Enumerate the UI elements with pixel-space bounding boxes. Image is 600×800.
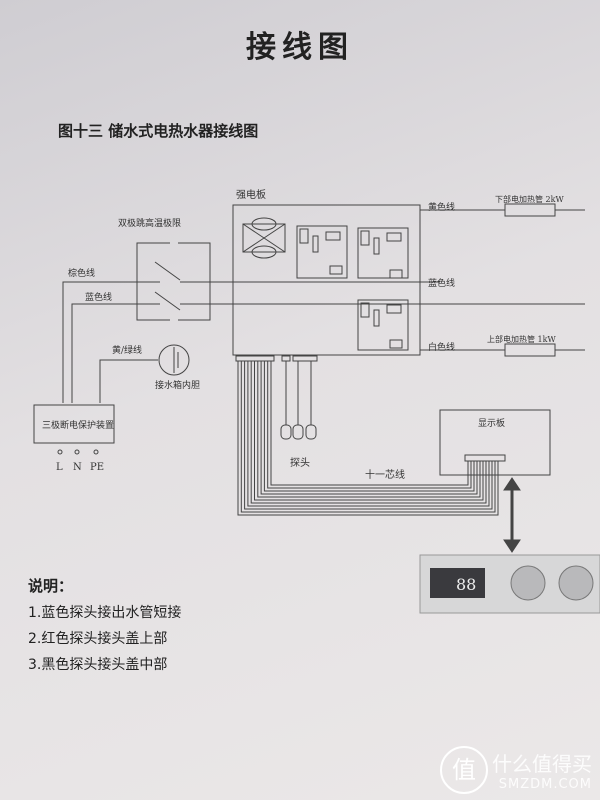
panel-display: 88	[456, 575, 476, 594]
relay-icon	[242, 223, 286, 253]
note-item: 1.蓝色探头接出水管短接	[28, 605, 182, 621]
label-yellow-wire: 黄色线	[428, 201, 455, 213]
cable-wire	[263, 361, 475, 492]
label-yellow-green-wire: 黄/绿线	[112, 344, 142, 356]
eleven-core-cable	[237, 361, 499, 516]
label-probe: 探头	[290, 456, 310, 469]
lower-heater	[504, 203, 556, 217]
label-strong-board: 强电板	[236, 188, 266, 201]
note-item: 2.红色探头接头盖上部	[28, 631, 168, 647]
probes	[280, 361, 317, 440]
cable-wire	[240, 361, 496, 513]
label-blue-wire-left: 蓝色线	[85, 291, 112, 303]
control-panel: 88	[419, 554, 600, 614]
strong-board	[232, 204, 421, 356]
page-title: 接线图	[246, 30, 354, 65]
terminal-pe: PE	[90, 462, 104, 473]
label-white-wire: 白色线	[428, 341, 455, 353]
protector-box	[33, 404, 115, 444]
label-protector: 三极断电保护装置	[42, 419, 114, 431]
cable-wire	[250, 361, 487, 504]
figure-caption: 图十三 储水式电热水器接线图	[58, 122, 259, 140]
cable-wire	[260, 361, 478, 495]
label-cable: 十一芯线	[365, 468, 405, 481]
cable-wire	[257, 361, 481, 498]
label-display-board: 显示板	[478, 417, 505, 429]
cable-wire	[247, 361, 490, 507]
watermark-en: SMZDM.COM	[498, 777, 592, 792]
watermark: 什么值得买 SMZDM.COM	[492, 748, 592, 792]
cable-wire	[237, 361, 499, 516]
tank-ground-icon	[158, 344, 190, 376]
terminal-l: L	[56, 462, 63, 473]
notes: 说明： 1.蓝色探头接出水管短接 2.红色探头接头盖上部 3.黑色探头接头盖中部	[28, 575, 181, 680]
label-lower-heater: 下部电加热管 2kW	[495, 194, 564, 204]
cable-wire	[270, 361, 469, 486]
note-item: 3.黑色探头接头盖中部	[28, 657, 168, 673]
display-board	[439, 409, 551, 476]
label-limiter: 双极跳高温极限	[118, 217, 181, 229]
terminal-n: N	[73, 462, 82, 473]
label-brown-wire: 棕色线	[68, 267, 95, 279]
relay-module-3	[357, 299, 409, 351]
label-upper-heater: 上部电加热管 1kW	[487, 334, 556, 344]
relay-module-2	[357, 227, 409, 279]
cable-wire	[254, 361, 484, 501]
watermark-logo: 值	[440, 746, 488, 794]
label-tank: 接水箱内胆	[155, 379, 200, 391]
watermark-cn: 什么值得买	[492, 752, 592, 776]
label-blue-wire-right: 蓝色线	[428, 277, 455, 289]
relay-module-1	[296, 225, 348, 279]
notes-heading: 说明：	[28, 577, 74, 595]
cable-wire	[244, 361, 493, 510]
upper-heater	[504, 343, 556, 357]
